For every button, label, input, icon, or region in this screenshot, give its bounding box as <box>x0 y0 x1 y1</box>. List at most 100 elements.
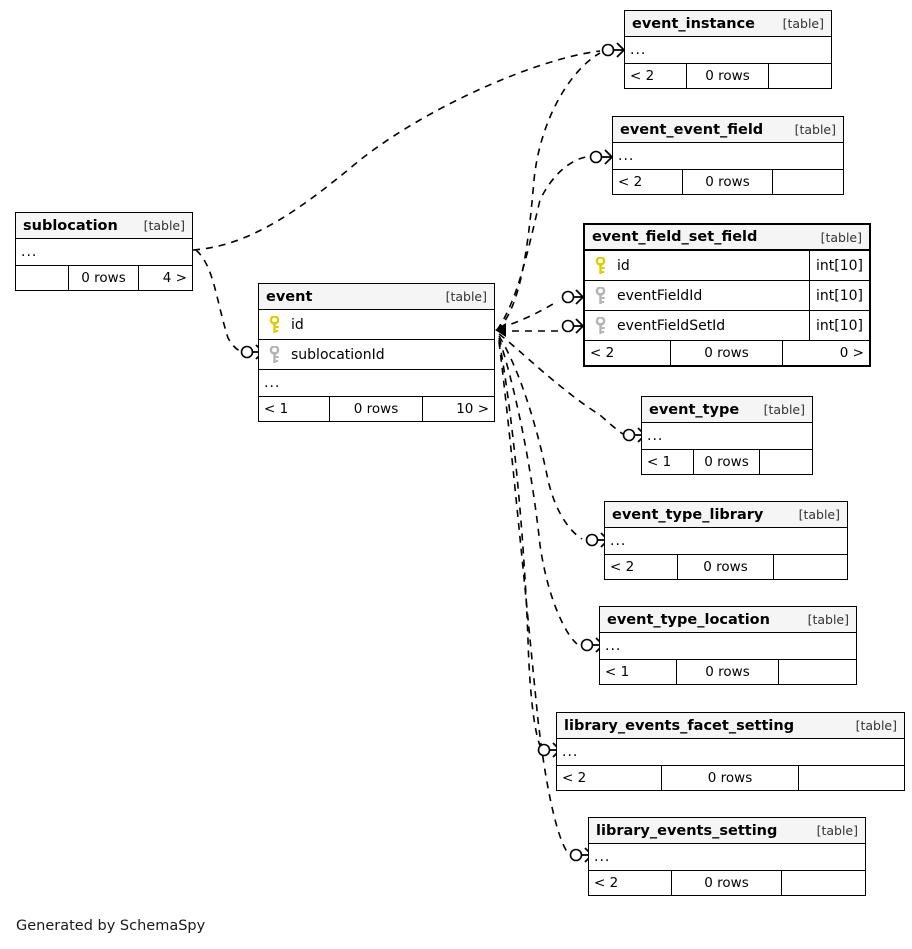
table-title-bar: event[table] <box>259 284 494 310</box>
column-type: int[10] <box>809 251 869 280</box>
columns-ellipsis-row[interactable]: ... <box>605 528 847 555</box>
table-kind-label: [table] <box>807 612 849 627</box>
table-name: event_field_set_field <box>592 229 758 245</box>
table-title-bar: library_events_setting [table] <box>589 818 865 844</box>
footer-children-count <box>774 555 847 579</box>
column-row[interactable]: id <box>259 310 494 340</box>
edge-sublocation-event_instance <box>192 50 601 251</box>
footer-children-count <box>760 450 812 474</box>
edge-event-event_field_set_field-upper <box>498 300 559 329</box>
footer-row-count: 0 rows <box>694 450 760 474</box>
footer-children-count: 0 > <box>839 345 864 361</box>
footer-parents-count: < 2 <box>605 555 678 579</box>
columns-ellipsis-row[interactable]: ... <box>16 239 192 266</box>
columns-ellipsis-row[interactable]: ... <box>642 423 812 450</box>
footer-children-count <box>773 170 843 194</box>
footer-children-count <box>779 660 856 684</box>
table-title-bar: event_event_field[table] <box>613 117 843 143</box>
table-title-bar: event_type_library[table] <box>605 502 847 528</box>
primary-key-icon <box>259 315 285 334</box>
footer-parents-count: < 2 <box>585 341 671 365</box>
table-name: event_event_field <box>620 121 764 138</box>
columns-ellipsis-row[interactable]: ... <box>600 633 856 660</box>
footer-parents-count: < 2 <box>557 766 662 790</box>
footer-parents-count: < 2 <box>589 871 672 895</box>
edge-event-event_event_field <box>496 156 587 331</box>
table-kind-label: [table] <box>763 402 805 417</box>
table-name: library_events_facet_setting <box>564 717 795 734</box>
table-name: sublocation <box>23 217 118 234</box>
columns-ellipsis-row[interactable]: ... <box>259 370 494 397</box>
edge-event-event_type_location <box>498 337 578 645</box>
foreign-key-icon <box>585 316 611 335</box>
footer-row-count: 0 rows <box>662 766 799 790</box>
columns-ellipsis-row[interactable]: ... <box>557 739 904 766</box>
table-name: library_events_setting <box>596 822 778 839</box>
column-row[interactable]: sublocationId <box>259 340 494 370</box>
table-kind-label: [table] <box>820 229 862 245</box>
table-kind-label: [table] <box>816 823 858 838</box>
footer-row-count: 0 rows <box>677 660 779 684</box>
edge-sublocation-event <box>195 249 245 353</box>
column-row[interactable]: id int[10] <box>585 251 869 281</box>
footer-parents-count: < 1 <box>600 660 677 684</box>
footer-parents-count: < 1 <box>642 450 694 474</box>
table-title-bar: event_field_set_field [table] <box>585 225 869 251</box>
footer-row-count: 0 rows <box>687 64 769 88</box>
footer-parents-count <box>16 266 69 290</box>
table-name: event <box>266 288 313 305</box>
table-name: event_type <box>649 401 740 418</box>
footer-row-count: 0 rows <box>678 555 774 579</box>
table-node-library_events_facet_setting[interactable]: library_events_facet_setting [table]...< … <box>556 712 905 791</box>
table-title-bar: event_instance [table] <box>625 11 831 37</box>
table-name: event_instance <box>632 15 756 32</box>
edge-event-event_type_library <box>498 335 583 540</box>
footer-parents-count: < 2 <box>625 64 687 88</box>
footer-row-count: 0 rows <box>671 341 783 365</box>
table-kind-label: [table] <box>782 16 824 31</box>
footer-children-count: 4 > <box>162 270 187 286</box>
foreign-key-icon <box>585 286 611 305</box>
footer-row-count: 0 rows <box>330 397 423 421</box>
footer-row-count: 0 rows <box>683 170 773 194</box>
columns-ellipsis-row[interactable]: ... <box>613 143 843 170</box>
footer-children-count: 10 > <box>456 401 489 417</box>
column-name: eventFieldId <box>617 287 703 304</box>
primary-key-icon <box>585 256 611 275</box>
edge-event-library_events_facet_setting <box>498 339 542 749</box>
column-name: id <box>617 257 630 274</box>
columns-ellipsis-row[interactable]: ... <box>589 844 865 871</box>
column-name: eventFieldSetId <box>617 317 726 334</box>
columns-ellipsis-row[interactable]: ... <box>625 37 831 64</box>
footer-parents-count: < 2 <box>613 170 683 194</box>
schemaspy-credit: Generated by SchemaSpy <box>16 918 206 934</box>
foreign-key-icon <box>259 345 285 364</box>
table-title-bar: event_type [table] <box>642 397 812 423</box>
footer-row-count: 0 rows <box>672 871 782 895</box>
footer-children-count <box>769 64 831 88</box>
table-title-bar: library_events_facet_setting [table] <box>557 713 904 739</box>
table-title-bar: event_type_location [table] <box>600 607 856 633</box>
table-kind-label: [table] <box>855 718 897 733</box>
table-name: event_type_library <box>612 506 764 523</box>
table-name: event_type_location <box>607 611 770 628</box>
